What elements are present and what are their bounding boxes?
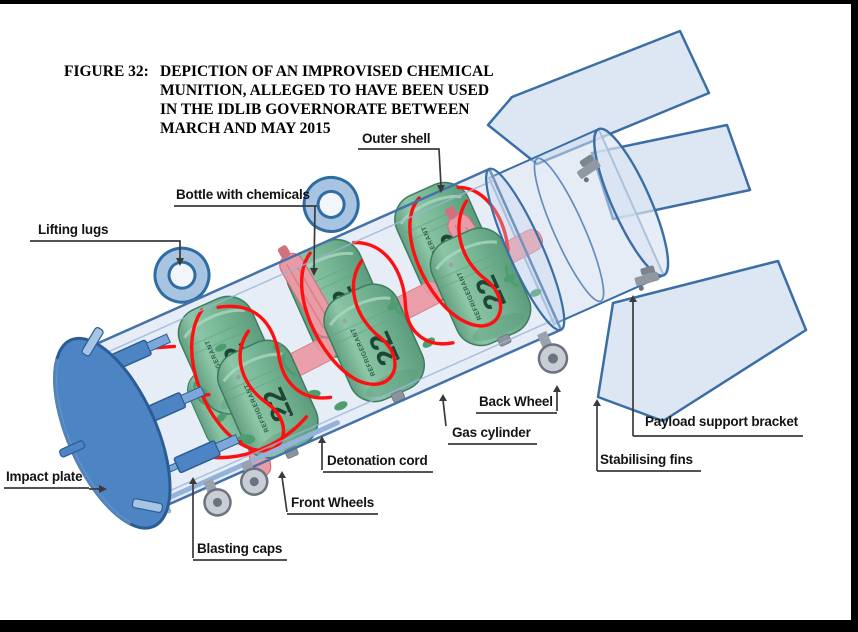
label-payload-support-bracket: Payload support bracket bbox=[645, 414, 798, 429]
caption-line: IN THE IDLIB GOVERNORATE BETWEEN bbox=[160, 101, 470, 118]
figure-caption: FIGURE 32: DEPICTION OF AN IMPROVISED CH… bbox=[64, 62, 494, 138]
front-wheel bbox=[239, 459, 269, 496]
caption-line: MARCH AND MAY 2015 bbox=[160, 120, 331, 137]
outer-shell-outline bbox=[80, 167, 566, 513]
lifting-lug bbox=[302, 175, 360, 233]
page-border-right bbox=[851, 0, 858, 632]
label-blasting-caps: Blasting caps bbox=[197, 541, 283, 556]
leader-lines bbox=[4, 148, 803, 561]
payload-support-bracket bbox=[577, 154, 601, 183]
label-back-wheel: Back Wheel bbox=[479, 394, 553, 409]
impact-plate bbox=[52, 327, 172, 530]
stabilising-fin-top bbox=[486, 29, 711, 166]
label-front-wheels: Front Wheels bbox=[291, 495, 375, 510]
stabilising-fin-bottom bbox=[596, 259, 808, 423]
label-impact-plate: Impact plate bbox=[6, 469, 83, 484]
leader-arrows bbox=[99, 185, 637, 493]
page-border-top bbox=[0, 0, 858, 4]
caption-body: DEPICTION OF AN IMPROVISED CHEMICAL MUNI… bbox=[160, 62, 494, 138]
label-outer-shell: Outer shell bbox=[362, 131, 431, 146]
caption-line: MUNITION, ALLEGED TO HAVE BEEN USED bbox=[160, 82, 490, 99]
label-detonation-cord: Detonation cord bbox=[327, 453, 428, 468]
caption-line: DEPICTION OF AN IMPROVISED CHEMICAL bbox=[160, 63, 494, 80]
label-lifting-lugs: Lifting lugs bbox=[38, 222, 109, 237]
munition-body: REFRIGERANT 22 REFRIGERANT 22 REFRIGERAN… bbox=[52, 127, 670, 530]
detonation-cord bbox=[149, 185, 510, 460]
label-stabilising-fins: Stabilising fins bbox=[600, 452, 693, 467]
blasting-caps-group bbox=[74, 333, 240, 492]
label-gas-cylinder: Gas cylinder bbox=[452, 425, 531, 440]
caption-prefix: FIGURE 32: bbox=[64, 63, 149, 80]
front-wheel bbox=[203, 478, 232, 517]
payload-support-bracket bbox=[634, 265, 660, 291]
shell-end-ring bbox=[485, 167, 566, 332]
back-wheel bbox=[537, 330, 569, 374]
label-bottle-with-chemicals: Bottle with chemicals bbox=[176, 187, 310, 202]
page-border-bottom bbox=[0, 620, 858, 632]
